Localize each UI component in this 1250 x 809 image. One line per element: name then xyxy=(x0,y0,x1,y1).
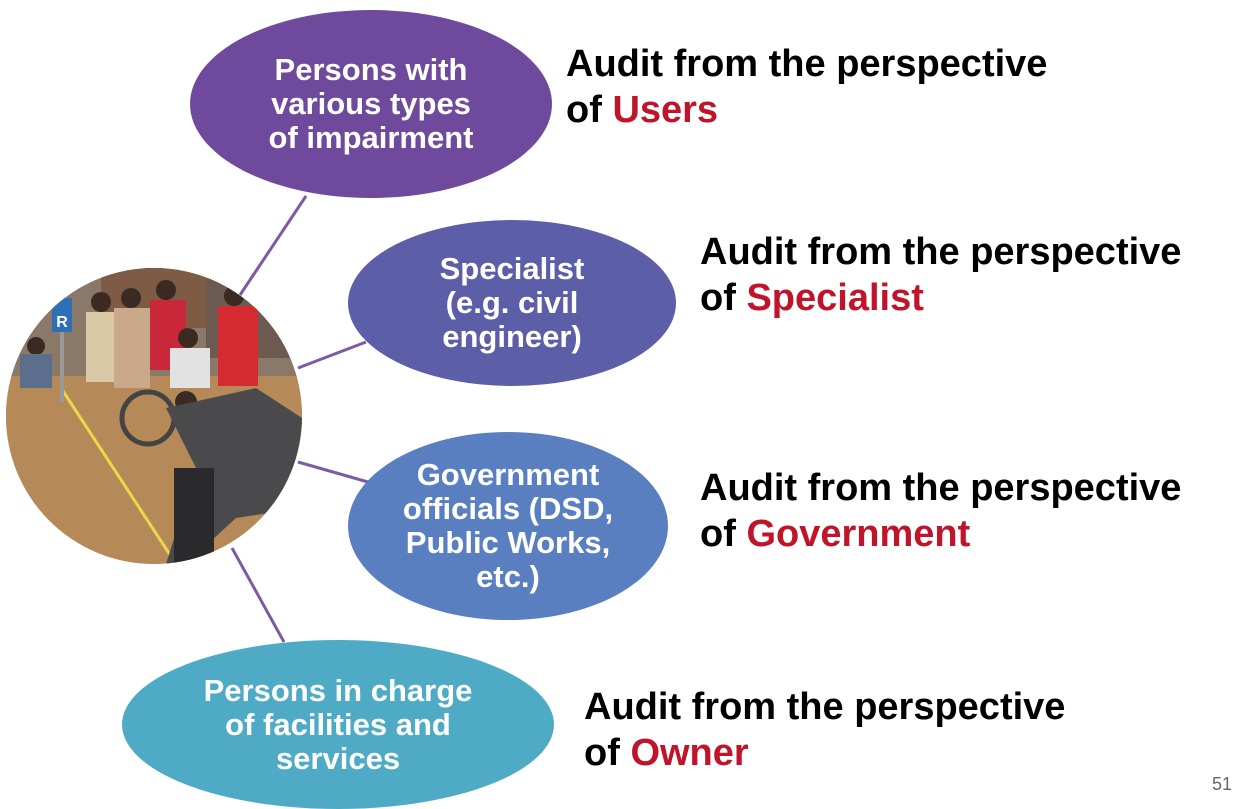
audit-photo: R xyxy=(6,268,302,564)
users-caption-prefix: Audit from the perspective of xyxy=(566,43,1048,131)
owner-ellipse-text: Persons in charge of facilities and serv… xyxy=(203,672,473,776)
connector-government xyxy=(297,460,369,484)
owner-caption-prefix: Audit from the perspective of xyxy=(584,686,1066,774)
connector-owner xyxy=(230,547,286,643)
specialist-caption-highlight: Specialist xyxy=(746,277,924,319)
government-ellipse-text: Government officials (DSD, Public Works,… xyxy=(402,457,614,594)
government-caption: Audit from the perspective of Government xyxy=(700,465,1181,557)
government-caption-highlight: Government xyxy=(746,513,971,555)
owner-ellipse: Persons in charge of facilities and serv… xyxy=(122,640,554,809)
specialist-caption-prefix: Audit from the perspective of xyxy=(700,231,1182,319)
connector-users xyxy=(238,195,308,296)
government-caption-prefix: Audit from the perspective of xyxy=(700,467,1182,555)
owner-caption: Audit from the perspective of Owner xyxy=(584,684,1065,776)
parking-sign-text: R xyxy=(56,314,68,331)
slide-number: 51 xyxy=(1211,774,1232,794)
specialist-ellipse-text: Specialist (e.g. civil engineer) xyxy=(439,251,585,354)
connector-specialist xyxy=(297,340,367,370)
owner-caption-highlight: Owner xyxy=(630,732,749,774)
specialist-caption: Audit from the perspective of Specialist xyxy=(700,229,1181,321)
users-caption-highlight: Users xyxy=(612,89,719,131)
users-ellipse: Persons with various types of impairment xyxy=(190,10,552,198)
government-ellipse: Government officials (DSD, Public Works,… xyxy=(348,432,668,620)
specialist-ellipse: Specialist (e.g. civil engineer) xyxy=(348,220,676,386)
users-caption: Audit from the perspective of Users xyxy=(566,41,1047,133)
users-ellipse-text: Persons with various types of impairment xyxy=(268,52,474,155)
